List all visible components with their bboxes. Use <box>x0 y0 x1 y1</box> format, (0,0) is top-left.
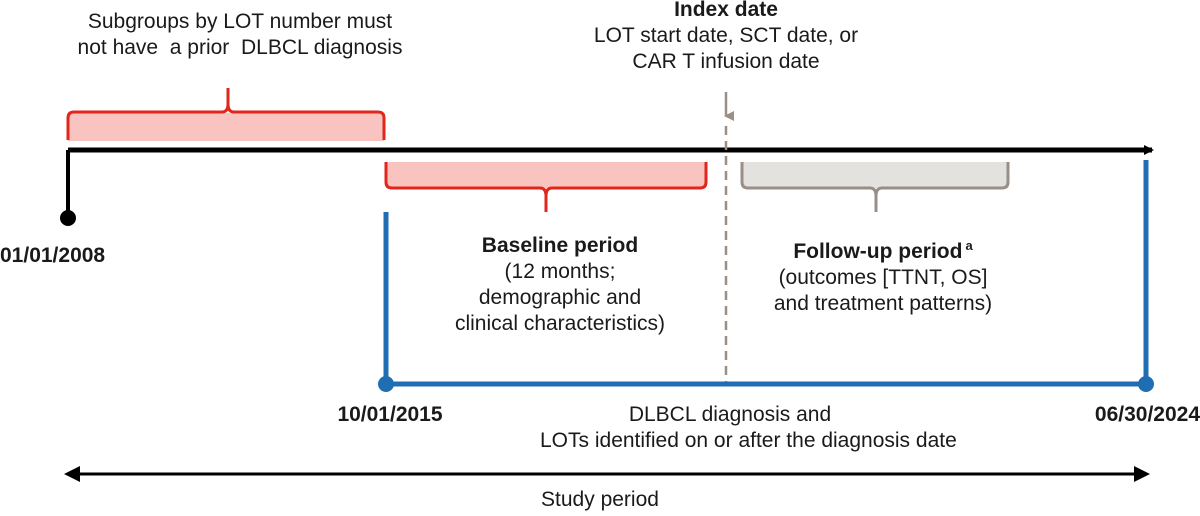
end-date-marker <box>1138 376 1154 392</box>
diagnosis-start-marker <box>378 376 394 392</box>
study-period-label: Study period <box>541 488 659 511</box>
start-date-marker <box>60 210 76 226</box>
subgroups-note: Subgroups by LOT number must not have a … <box>20 9 460 61</box>
baseline-period-line3: clinical characteristics) <box>454 312 666 335</box>
diagnosis-note: DLBCL diagnosis and LOTs identified on o… <box>540 402 957 454</box>
diagnosis-note-line1: DLBCL diagnosis and <box>628 403 832 426</box>
diagnosis-note-line2: LOTs identified on or after the diagnosi… <box>540 429 957 452</box>
baseline-period-line1: (12 months; <box>504 260 616 283</box>
subgroups-note-line2: not have a prior DLBCL diagnosis <box>77 36 403 59</box>
diagnosis-window <box>378 160 1154 392</box>
baseline-period-line2: demographic and <box>478 286 642 309</box>
baseline-bracket <box>384 162 708 212</box>
diagnosis-start-date-label: 10/01/2015 <box>337 403 443 426</box>
end-date-label: 06/30/2024 <box>1094 403 1200 426</box>
index-date-line2: CAR T infusion date <box>632 50 820 73</box>
followup-period-line2: and treatment patterns) <box>773 292 993 315</box>
index-date-line1: LOT start date, SCT date, or <box>593 24 859 47</box>
start-date-label: 01/01/2008 <box>0 244 106 267</box>
index-date-title: Index date <box>674 0 778 21</box>
subgroup-bracket <box>66 88 386 141</box>
index-date-label: Index date LOT start date, SCT date, or … <box>536 0 916 75</box>
baseline-period-label: Baseline period (12 months; demographic … <box>410 233 710 337</box>
baseline-period-title: Baseline period <box>481 234 639 257</box>
followup-period-title: Follow-up period <box>793 240 963 263</box>
subgroups-note-line1: Subgroups by LOT number must <box>87 10 393 33</box>
study-period-arrow <box>64 466 1150 482</box>
followup-bracket <box>740 162 1010 212</box>
followup-period-line1: (outcomes [TTNT, OS] <box>778 266 988 289</box>
followup-footnote-marker: a <box>965 238 973 253</box>
